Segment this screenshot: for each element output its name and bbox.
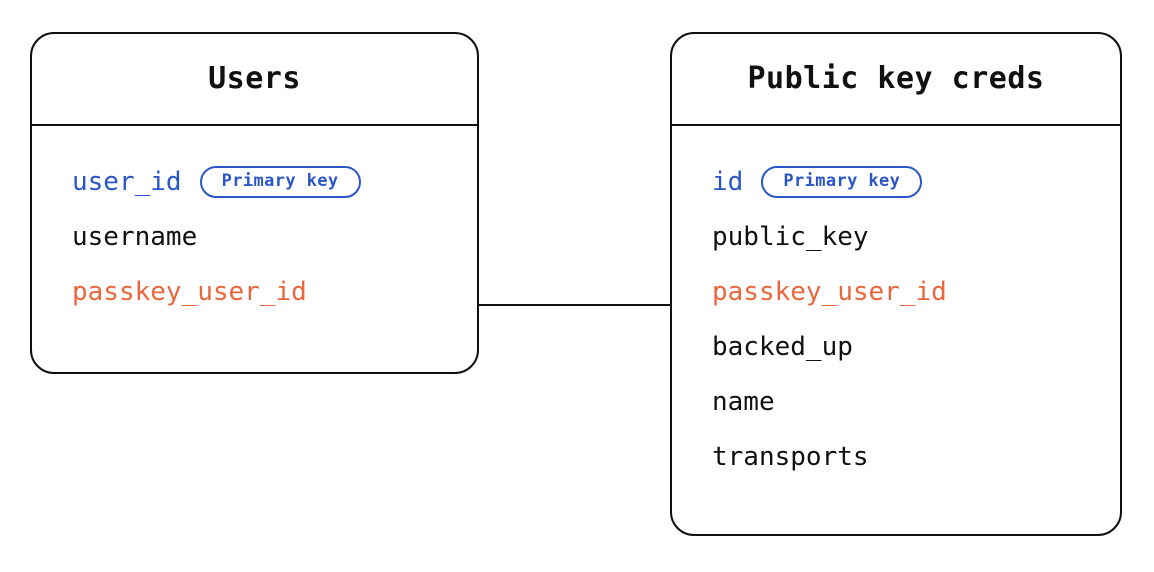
primary-key-badge: Primary key (761, 165, 923, 198)
field-row-passkey-user-id[interactable]: passkey_user_id (72, 264, 477, 319)
field-name-username: username (72, 221, 198, 252)
field-row-passkey-user-id[interactable]: passkey_user_id (712, 264, 1120, 319)
relationship-connector-users-public-key-creds (478, 304, 672, 306)
field-row-transports[interactable]: transports (712, 429, 1120, 484)
field-name-passkey-user-id: passkey_user_id (72, 276, 307, 307)
entity-card-public-key-creds[interactable]: Public key creds id Primary key public_k… (670, 32, 1122, 536)
field-name-passkey-user-id: passkey_user_id (712, 276, 947, 307)
field-row-public-key[interactable]: public_key (712, 209, 1120, 264)
field-name-backed-up: backed_up (712, 331, 853, 362)
field-name-name: name (712, 386, 775, 417)
field-row-backed-up[interactable]: backed_up (712, 319, 1120, 374)
entity-field-list-users: user_id Primary key username passkey_use… (32, 126, 477, 319)
field-row-name[interactable]: name (712, 374, 1120, 429)
entity-card-users[interactable]: Users user_id Primary key username passk… (30, 32, 479, 374)
field-name-transports: transports (712, 441, 869, 472)
field-name-public-key: public_key (712, 221, 869, 252)
field-name-id: id (712, 166, 744, 197)
entity-header-public-key-creds: Public key creds (672, 34, 1120, 126)
field-row-id[interactable]: id Primary key (712, 154, 1120, 209)
field-row-user-id[interactable]: user_id Primary key (72, 154, 477, 209)
field-row-username[interactable]: username (72, 209, 477, 264)
entity-title-public-key-creds: Public key creds (747, 61, 1045, 96)
entity-field-list-public-key-creds: id Primary key public_key passkey_user_i… (672, 126, 1120, 484)
primary-key-badge: Primary key (199, 165, 361, 198)
entity-title-users: Users (208, 61, 301, 96)
field-name-user-id: user_id (72, 166, 182, 197)
entity-header-users: Users (32, 34, 477, 126)
